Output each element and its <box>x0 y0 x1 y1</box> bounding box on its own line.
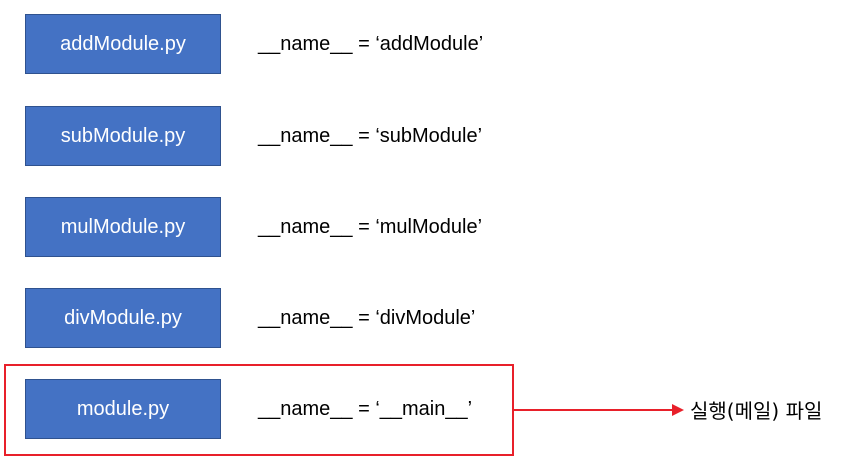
name-value-add: __name__ = ‘addModule’ <box>258 32 484 55</box>
module-box-add: addModule.py <box>25 14 221 74</box>
name-value-div: __name__ = ‘divModule’ <box>258 306 476 329</box>
name-value-sub: __name__ = ‘subModule’ <box>258 124 483 147</box>
arrow-right-icon <box>514 404 684 416</box>
module-box-mul: mulModule.py <box>25 197 221 257</box>
module-box-sub: subModule.py <box>25 106 221 166</box>
name-value-mul: __name__ = ‘mulModule’ <box>258 215 483 238</box>
module-box-div: divModule.py <box>25 288 221 348</box>
name-value-main: __name__ = ‘__main__’ <box>258 397 473 420</box>
module-box-main: module.py <box>25 379 221 439</box>
main-file-label: 실행(메일) 파일 <box>690 399 823 423</box>
